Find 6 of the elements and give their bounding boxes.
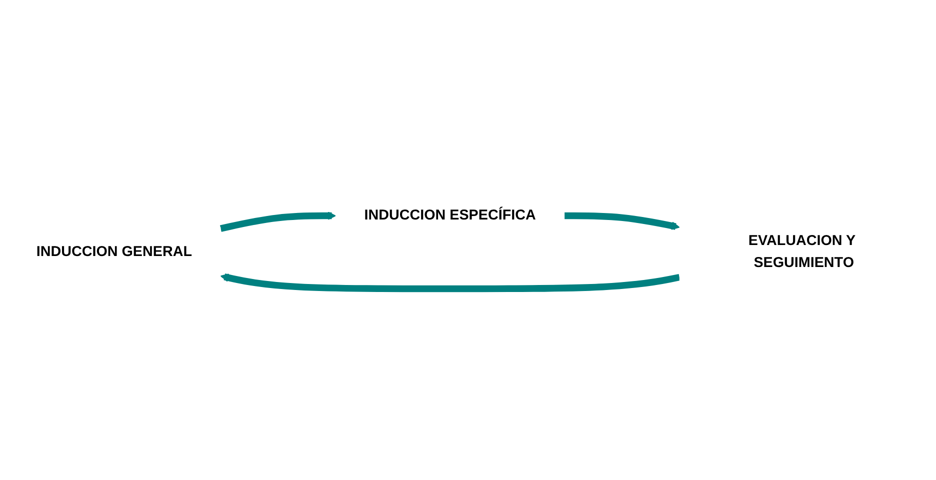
arrow [220, 212, 336, 232]
node-text: INDUCCION GENERAL [36, 244, 192, 260]
node-text: EVALUACION Y SEGUIMIENTO [748, 232, 856, 271]
node-text: INDUCCION ESPECÍFICA [364, 207, 536, 224]
arrow [564, 212, 680, 230]
arrow [220, 274, 680, 292]
